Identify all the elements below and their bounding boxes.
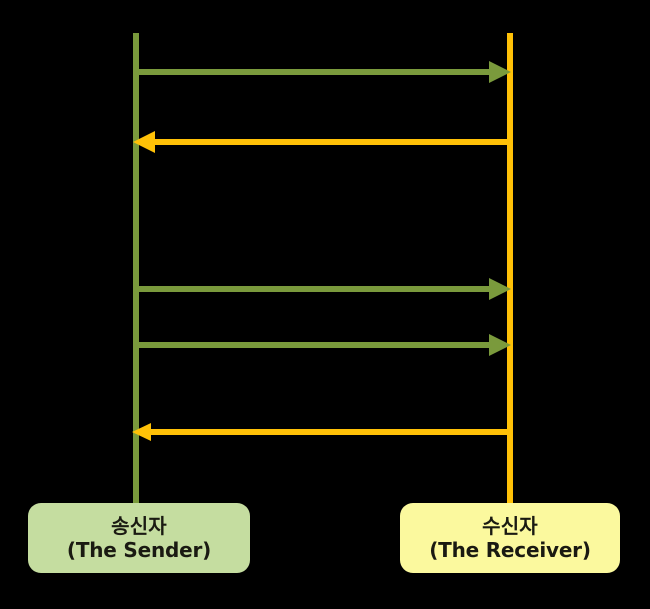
actor-sender-name-ko: 송신자 xyxy=(111,514,167,539)
actor-box-receiver[interactable]: 수신자 (The Receiver) xyxy=(400,503,620,573)
actor-box-sender[interactable]: 송신자 (The Sender) xyxy=(28,503,250,573)
actor-sender-name-en: (The Sender) xyxy=(66,537,212,562)
arrowhead-right-3 xyxy=(489,278,511,300)
message-arrow-3[interactable] xyxy=(136,278,511,300)
message-arrow-4[interactable] xyxy=(136,334,511,356)
actor-receiver-name-ko: 수신자 xyxy=(482,514,538,539)
arrowhead-left-5 xyxy=(132,423,151,441)
lifelines xyxy=(133,33,513,506)
arrowhead-right-4 xyxy=(489,334,511,356)
arrowhead-left-2 xyxy=(133,131,155,153)
message-arrow-1[interactable] xyxy=(139,61,511,83)
actor-receiver-name-en: (The Receiver) xyxy=(429,537,591,562)
arrowhead-right-1 xyxy=(489,61,511,83)
message-arrow-2[interactable] xyxy=(133,131,508,153)
message-arrow-5[interactable] xyxy=(132,423,508,441)
